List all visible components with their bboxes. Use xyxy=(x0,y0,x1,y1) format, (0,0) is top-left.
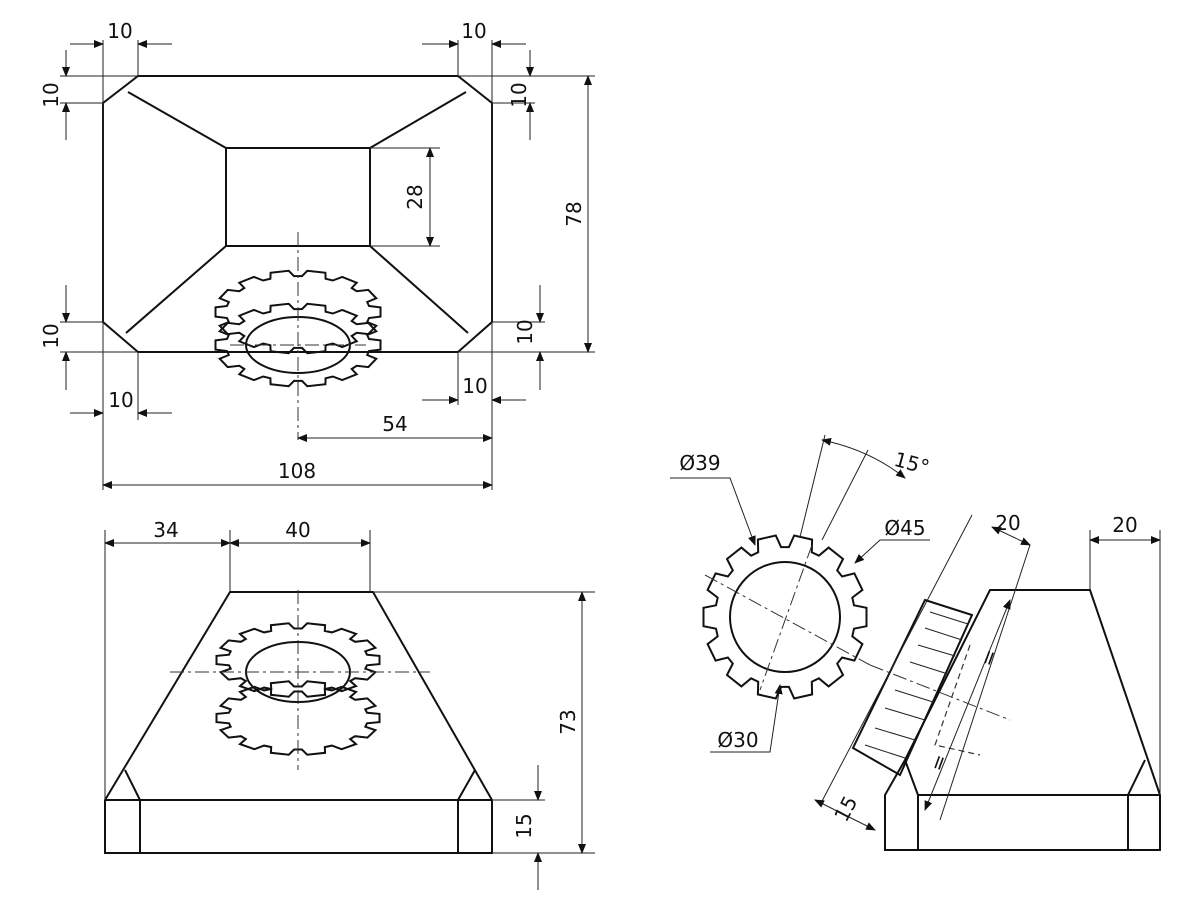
side-view: 20 20 15 = = xyxy=(814,511,1161,851)
dim-center-offset: 54 xyxy=(382,412,407,436)
gear-teeth-outline xyxy=(215,622,381,698)
dim-right-top-height: 10 xyxy=(507,82,531,107)
gear-teeth-outline xyxy=(702,534,868,700)
dim-root-diameter: Ø39 xyxy=(679,451,720,475)
dim-bottom-left-width: 10 xyxy=(108,388,133,412)
dim-gear-depth: 15 xyxy=(829,792,862,826)
dim-top-width: 40 xyxy=(285,518,310,542)
dim-outer-diameter: Ø45 xyxy=(884,516,925,540)
dim-left-bottom-height: 10 xyxy=(39,323,63,348)
front-view: 34 40 73 15 xyxy=(104,518,595,890)
dim-left-top-height: 10 xyxy=(39,82,63,107)
dim-left-offset: 34 xyxy=(153,518,178,542)
dim-overall-height: 78 xyxy=(562,201,586,226)
dim-inner-height: 28 xyxy=(403,184,427,209)
dim-top-right-width: 10 xyxy=(461,19,486,43)
top-view: 10 10 10 10 28 78 10 10 10 10 54 108 xyxy=(39,19,595,490)
dim-bore-diameter: Ø30 xyxy=(717,728,758,752)
gear-teeth-outline xyxy=(214,269,382,355)
dim-base-height: 15 xyxy=(512,813,536,838)
side-view-outline xyxy=(884,589,1161,851)
dim-equal-2: = xyxy=(924,751,952,775)
dim-equal-1: = xyxy=(974,646,1002,670)
gear-detail-view: Ø39 15° Ø45 Ø30 xyxy=(670,434,932,753)
dim-side-top-offset: 20 xyxy=(1112,513,1137,537)
detail-bore xyxy=(729,561,841,673)
dim-tooth-angle: 15° xyxy=(892,447,932,479)
front-view-gear xyxy=(215,622,381,756)
dim-gear-width: 20 xyxy=(995,511,1020,535)
dim-overall-width: 108 xyxy=(278,459,316,483)
top-view-inner-face xyxy=(225,147,371,247)
dim-top-left-width: 10 xyxy=(107,19,132,43)
gear-teeth-outline xyxy=(215,680,381,756)
dim-bottom-right-width: 10 xyxy=(462,374,487,398)
detail-gear xyxy=(702,534,868,700)
top-view-gear xyxy=(214,269,382,388)
dim-right-bottom-height: 10 xyxy=(513,319,537,344)
dim-front-overall-height: 73 xyxy=(556,709,580,734)
gear-teeth-outline xyxy=(214,302,382,388)
